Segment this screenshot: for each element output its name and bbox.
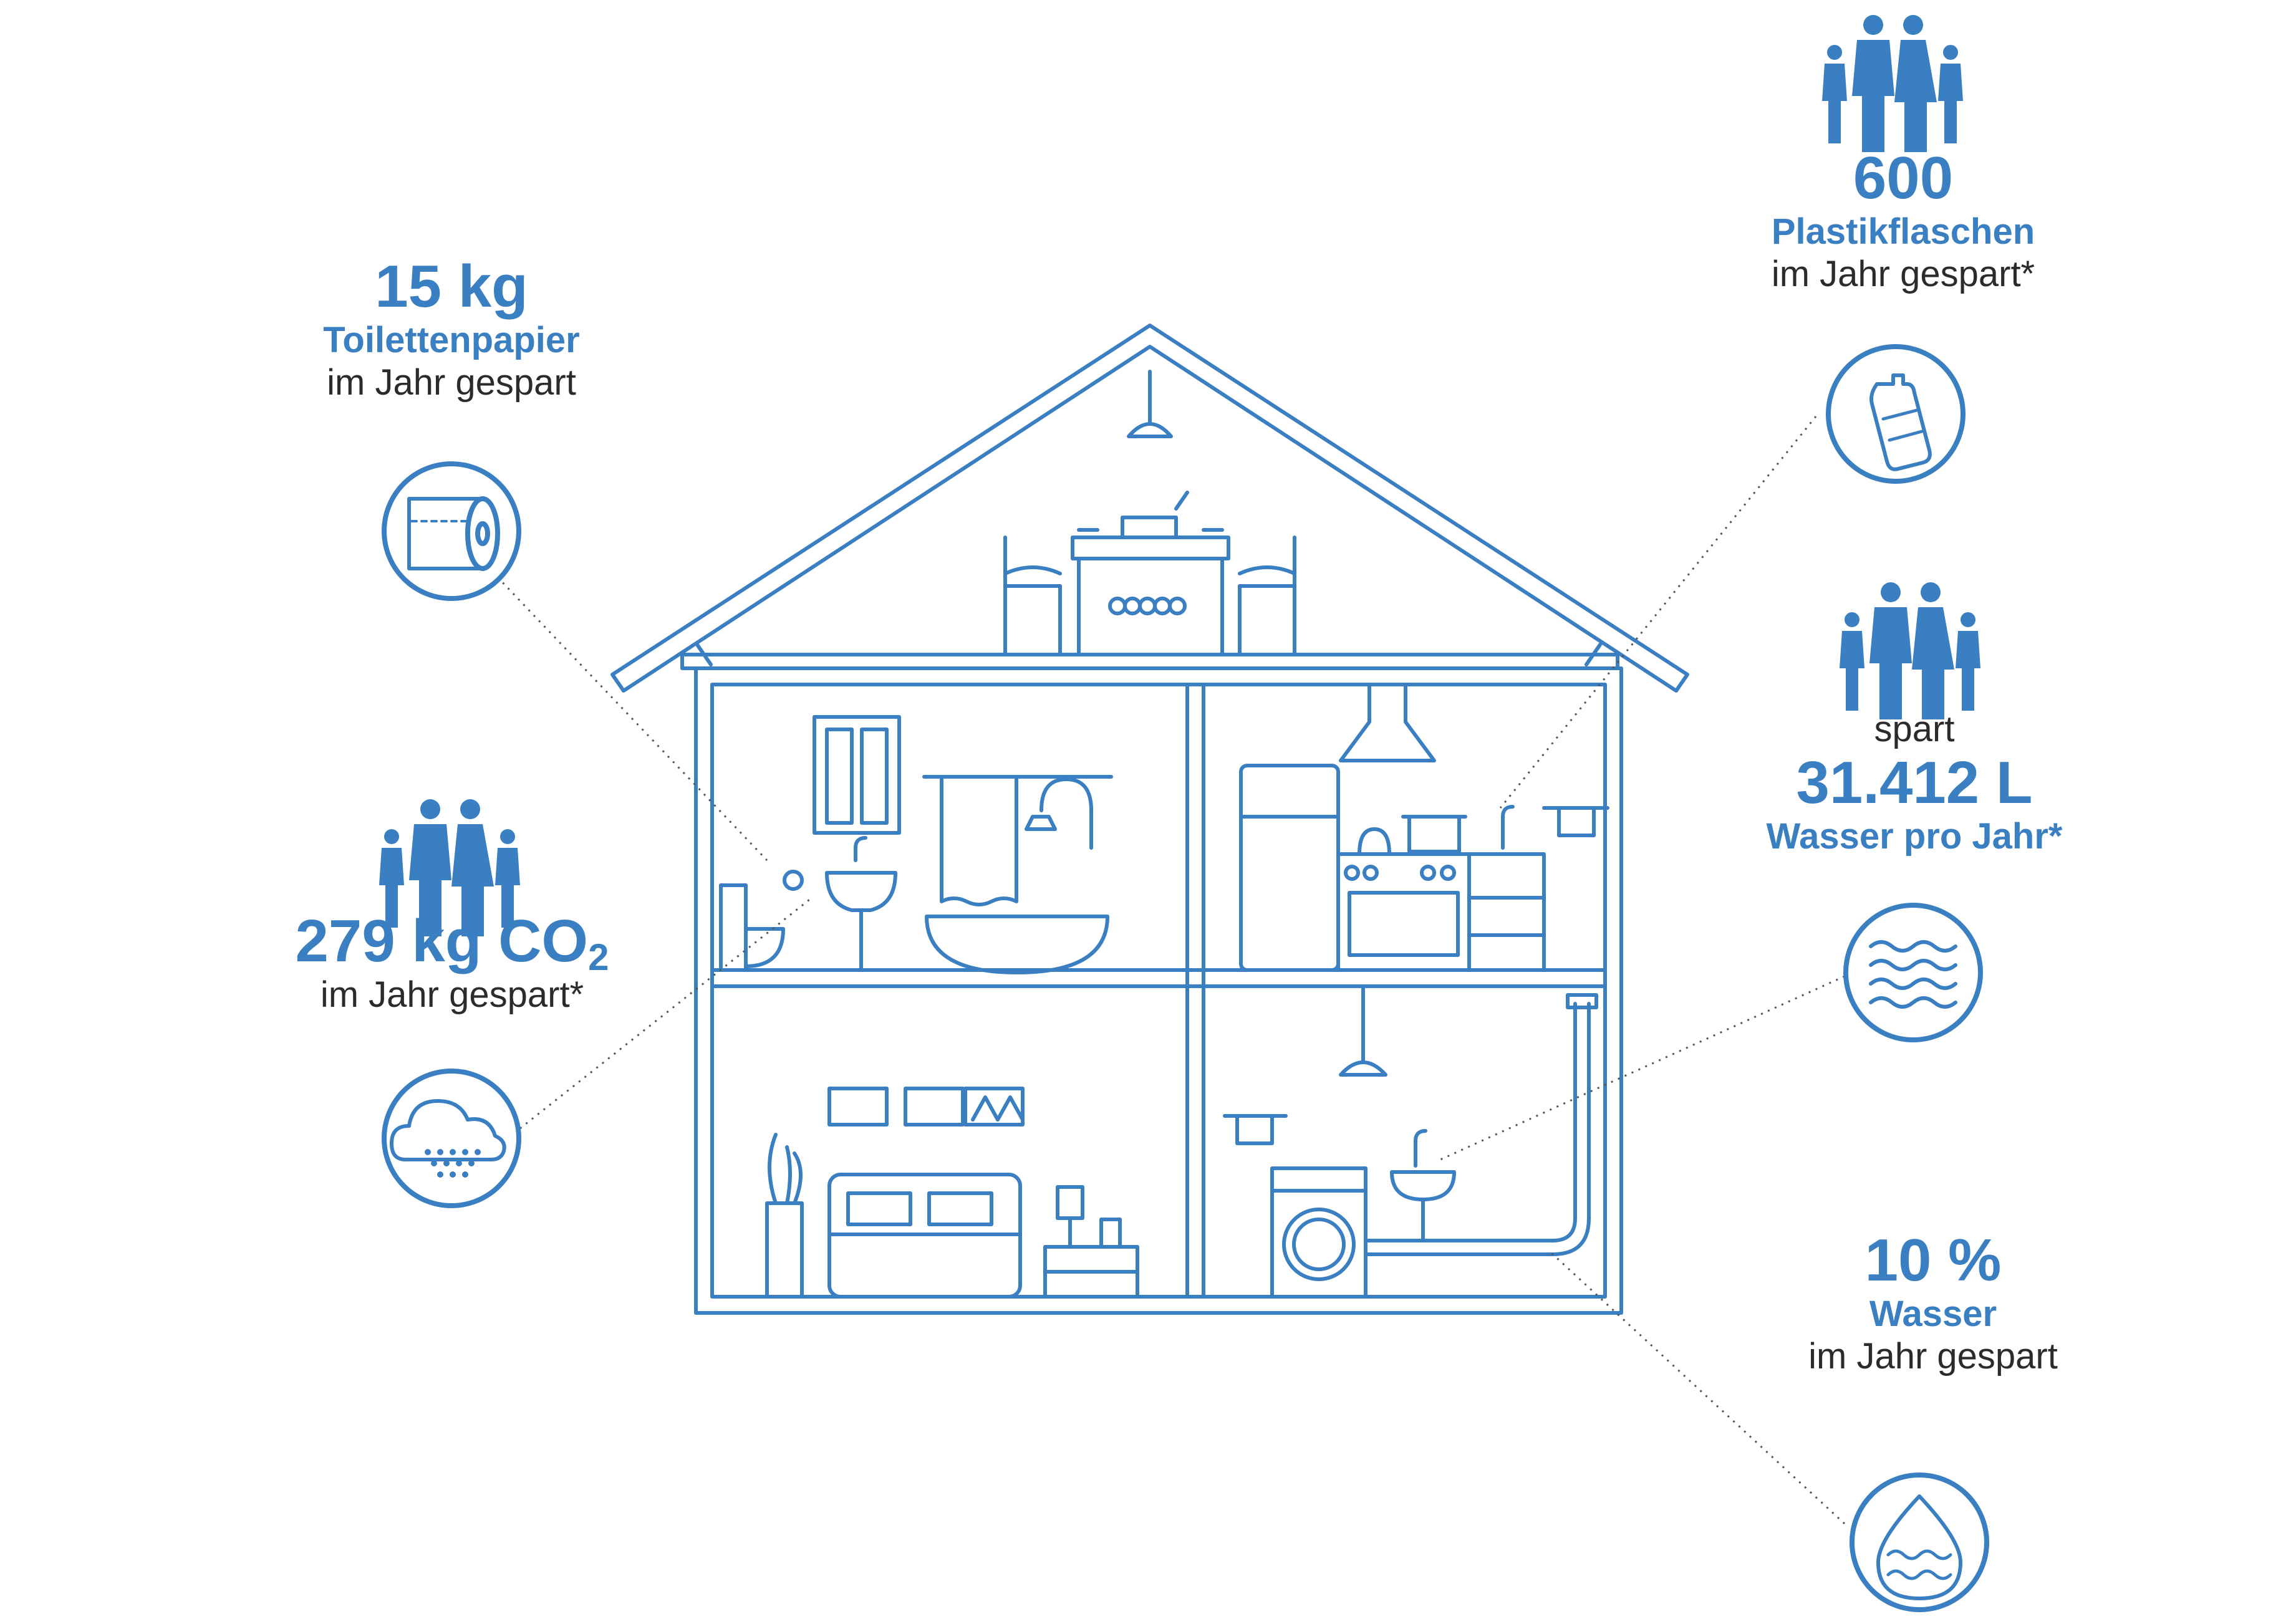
family-icon (1840, 582, 1980, 719)
water-percent-amount: 10 % (1864, 1227, 2002, 1294)
plastic-bottle-icon (1826, 344, 1966, 484)
toilet-paper-stat: 15 kg Toilettenpapier im Jahr gespart (264, 254, 639, 404)
plastic-bottles-item: Plastikflaschen (1771, 211, 2035, 252)
co2-note: im Jahr gespart* (320, 974, 584, 1015)
water-per-family-item: Wasser pro Jahr* (1766, 816, 2063, 857)
toilet-paper-item: Toilettenpapier (323, 320, 580, 360)
water-percent-item: Wasser (1869, 1294, 1997, 1334)
water-percent-stat: 10 % Wasser im Jahr gespart (1727, 1228, 2139, 1378)
plastic-bottles-note: im Jahr gespart* (1771, 254, 2035, 294)
plastic-bottles-amount: 600 (1853, 145, 1954, 211)
family-icon (1822, 15, 1963, 152)
leader-lines (496, 416, 1846, 1525)
water-drop-icon (1850, 1473, 1989, 1612)
water-per-family-stat: spart 31.412 L Wasser pro Jahr* (1690, 708, 2139, 858)
house-cross-section-icon (610, 324, 1689, 1315)
toilet-paper-note: im Jahr gespart (327, 362, 576, 403)
water-per-family-prefix: spart (1874, 709, 1955, 749)
water-waves-icon (1843, 903, 1983, 1042)
water-percent-note: im Jahr gespart (1808, 1336, 2058, 1377)
toilet-paper-amount: 15 kg (375, 253, 528, 320)
toilet-paper-icon (382, 461, 521, 601)
co2-stat: 279 kg CO2 im Jahr gespart* (249, 909, 655, 1016)
co2-amount: 279 kg CO2 (249, 908, 655, 976)
co2-subscript: 2 (588, 936, 609, 978)
water-per-family-amount: 31.412 L (1796, 749, 2033, 816)
plastic-bottles-stat: 600 Plastikflaschen im Jahr gespart* (1691, 146, 2115, 295)
co2-amount-main: 279 kg CO (295, 908, 589, 974)
cloud-emission-icon (382, 1069, 521, 1208)
